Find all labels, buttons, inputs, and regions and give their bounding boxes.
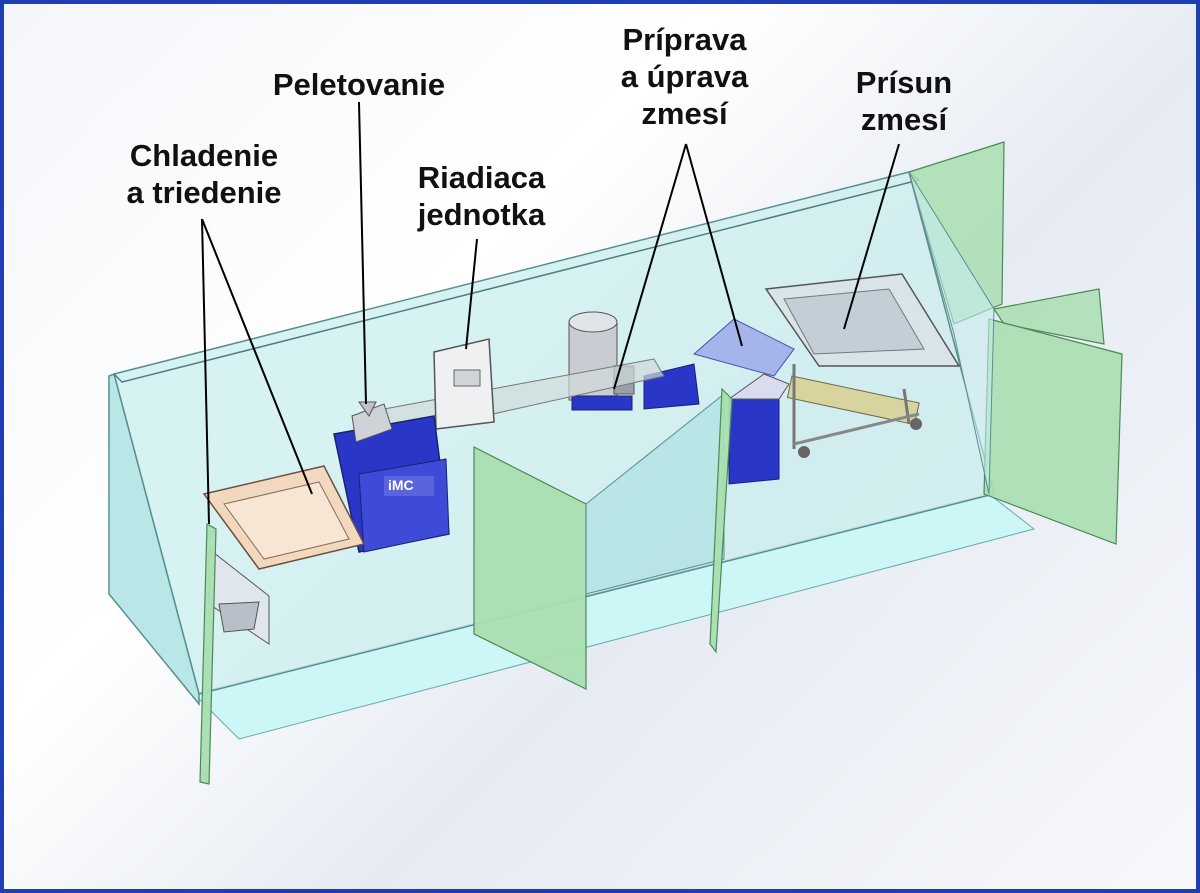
label-chladenie-line2: a triedenie [126, 175, 282, 210]
door-right-upper [992, 288, 1105, 345]
leader-prisun [843, 143, 900, 330]
feeding-conveyor [786, 364, 922, 458]
leader-riadiaca [465, 238, 478, 350]
label-prisun-line1: Prísun [855, 65, 953, 100]
leader-peletovanie [358, 101, 367, 405]
container-front-glass [585, 392, 725, 595]
control-unit [433, 338, 495, 430]
mixing-hopper [692, 318, 795, 377]
door-front-left [199, 522, 217, 785]
label-priprava-line3: zmesí [641, 96, 728, 131]
label-riadiaca: Riadiaca jednotka [399, 159, 564, 233]
door-front-middle [473, 446, 587, 690]
container-right-wall [908, 171, 995, 495]
mixing-unit-body [728, 388, 780, 485]
leader-chladenie-2 [201, 218, 313, 495]
label-prisun: Prísun zmesí [829, 64, 979, 138]
label-prisun-line2: zmesí [860, 102, 948, 137]
leader-lines [201, 101, 900, 525]
pellet-press [333, 401, 450, 553]
label-riadiaca-line1: Riadiaca [417, 160, 546, 195]
leader-priprava-1 [613, 143, 687, 390]
leader-priprava-2 [685, 143, 743, 347]
label-priprava-line2: a úprava [620, 59, 749, 94]
label-peletovanie-line1: Peletovanie [272, 67, 446, 102]
label-priprava-line1: Príprava [622, 22, 747, 57]
machine-logo: iMC [388, 477, 414, 493]
container-scene: iMC [108, 101, 1123, 785]
label-chladenie-line1: Chladenie [129, 138, 279, 173]
leader-chladenie-1 [201, 218, 210, 525]
container-left-wall [108, 372, 200, 707]
door-front-right [709, 387, 733, 654]
label-peletovanie: Peletovanie [259, 66, 459, 103]
mixing-unit-top [727, 373, 790, 400]
cooling-sorting-unit [202, 465, 366, 645]
label-riadiaca-line2: jednotka [417, 197, 546, 232]
label-priprava: Príprava a úprava zmesí [602, 21, 767, 132]
label-chladenie: Chladenie a triedenie [109, 137, 299, 211]
